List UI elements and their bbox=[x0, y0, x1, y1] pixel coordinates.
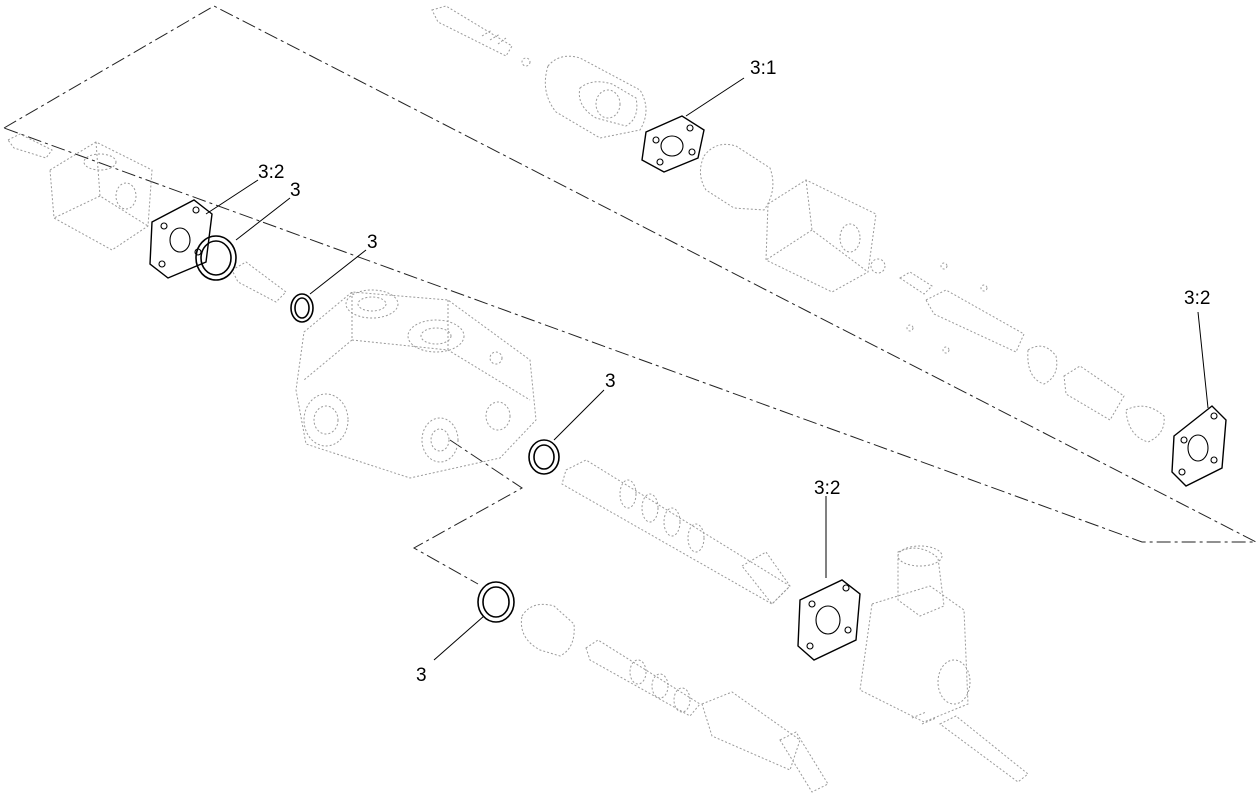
ghost-left-block bbox=[49, 141, 153, 251]
ghost-bottom-cap bbox=[520, 603, 575, 657]
oring-left-small bbox=[290, 293, 314, 323]
callout-3-middle: 3 bbox=[605, 371, 616, 392]
ghost-top-sleeve bbox=[700, 143, 774, 211]
ghost-top-block bbox=[765, 179, 886, 293]
ghost-top-bolt bbox=[431, 5, 531, 67]
ghost-top-spool bbox=[899, 262, 1165, 443]
ghost-bottom-spring-assembly bbox=[585, 639, 829, 793]
ghost-top-cylinder bbox=[544, 55, 647, 139]
callout-3-2-right: 3:2 bbox=[1184, 288, 1210, 309]
ghost-valve-body bbox=[295, 289, 537, 479]
ghost-bottom-right-housing bbox=[859, 545, 1029, 783]
gasket-3-2-bottom bbox=[797, 579, 861, 661]
callout-3-bottom: 3 bbox=[416, 665, 427, 686]
oring-middle bbox=[528, 439, 560, 475]
leader-lines bbox=[205, 77, 1209, 661]
assembly-boundary-lines bbox=[3, 5, 1257, 585]
oring-bottom bbox=[477, 581, 515, 623]
callout-3-left-small: 3 bbox=[367, 232, 378, 253]
oring-left-large bbox=[195, 235, 237, 281]
callout-3-left-large: 3 bbox=[290, 180, 301, 201]
gasket-3-2-right bbox=[1171, 405, 1227, 487]
callout-3-2-bottom: 3:2 bbox=[814, 478, 840, 499]
callout-3-2-left: 3:2 bbox=[258, 162, 284, 183]
gasket-3-1-top bbox=[641, 115, 705, 173]
callout-3-1-top: 3:1 bbox=[750, 58, 776, 79]
callout-labels: 3:1 3:2 3 3 3 3:2 3:2 3 bbox=[258, 58, 1210, 686]
ghost-left-poppet bbox=[231, 261, 287, 303]
ghost-main-spool bbox=[561, 459, 791, 605]
